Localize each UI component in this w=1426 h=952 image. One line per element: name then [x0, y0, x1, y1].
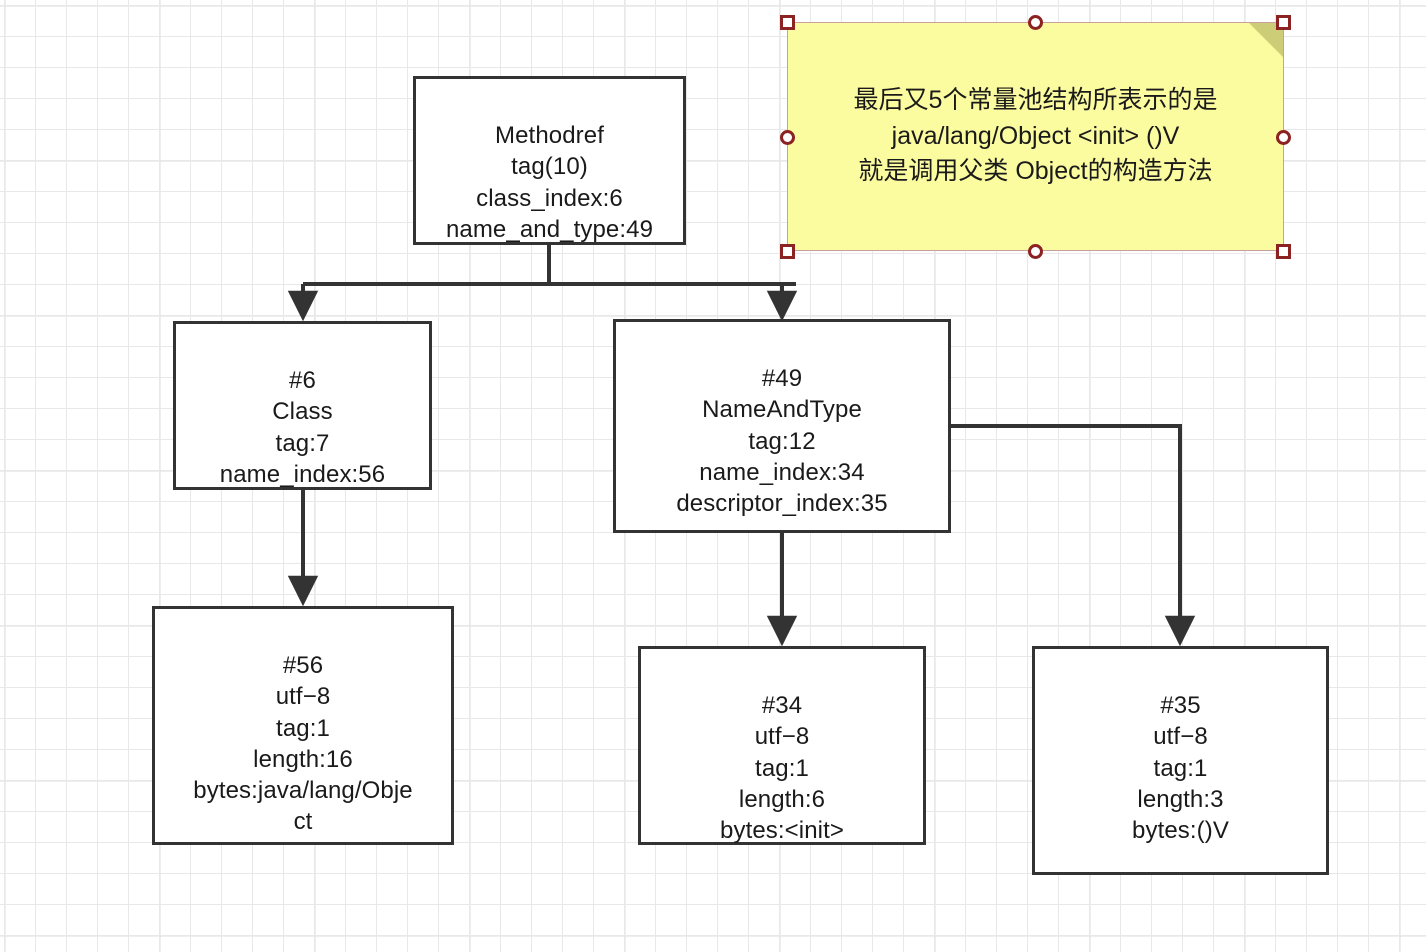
resize-handle-middle-right[interactable]	[1276, 130, 1291, 145]
resize-handle-bottom-center[interactable]	[1028, 244, 1043, 259]
node-class-6-text: #6 Class tag:7 name_index:56	[219, 367, 386, 488]
node-nameandtype-49[interactable]: #49 NameAndType tag:12 name_index:34 des…	[613, 319, 951, 533]
node-methodref-text: Methodref tag(10) class_index:6 name_and…	[445, 122, 654, 243]
node-methodref[interactable]: Methodref tag(10) class_index:6 name_and…	[413, 76, 686, 245]
sticky-note-text: 最后又5个常量池结构所表示的是 java/lang/Object <init> …	[853, 86, 1218, 186]
resize-handle-bottom-left[interactable]	[780, 244, 795, 259]
node-utf8-34-text: #34 utf−8 tag:1 length:6 bytes:<init>	[720, 692, 844, 844]
node-class-6[interactable]: #6 Class tag:7 name_index:56	[173, 321, 432, 490]
sticky-note[interactable]: 最后又5个常量池结构所表示的是 java/lang/Object <init> …	[787, 22, 1284, 251]
node-utf8-56[interactable]: #56 utf−8 tag:1 length:16 bytes:java/lan…	[152, 606, 454, 845]
edge-nameandtype49-to-utf35	[951, 424, 1196, 647]
node-nameandtype-49-text: #49 NameAndType tag:12 name_index:34 des…	[676, 365, 888, 517]
resize-handle-bottom-right[interactable]	[1276, 244, 1291, 259]
node-utf8-56-text: #56 utf−8 tag:1 length:16 bytes:java/lan…	[193, 652, 413, 836]
node-utf8-35-text: #35 utf−8 tag:1 length:3 bytes:()V	[1132, 692, 1229, 844]
resize-handle-top-center[interactable]	[1028, 15, 1043, 30]
resize-handle-top-left[interactable]	[780, 15, 795, 30]
node-utf8-34[interactable]: #34 utf−8 tag:1 length:6 bytes:<init>	[638, 646, 926, 845]
resize-handle-top-right[interactable]	[1276, 15, 1291, 30]
node-utf8-35[interactable]: #35 utf−8 tag:1 length:3 bytes:()V	[1032, 646, 1329, 875]
resize-handle-middle-left[interactable]	[780, 130, 795, 145]
